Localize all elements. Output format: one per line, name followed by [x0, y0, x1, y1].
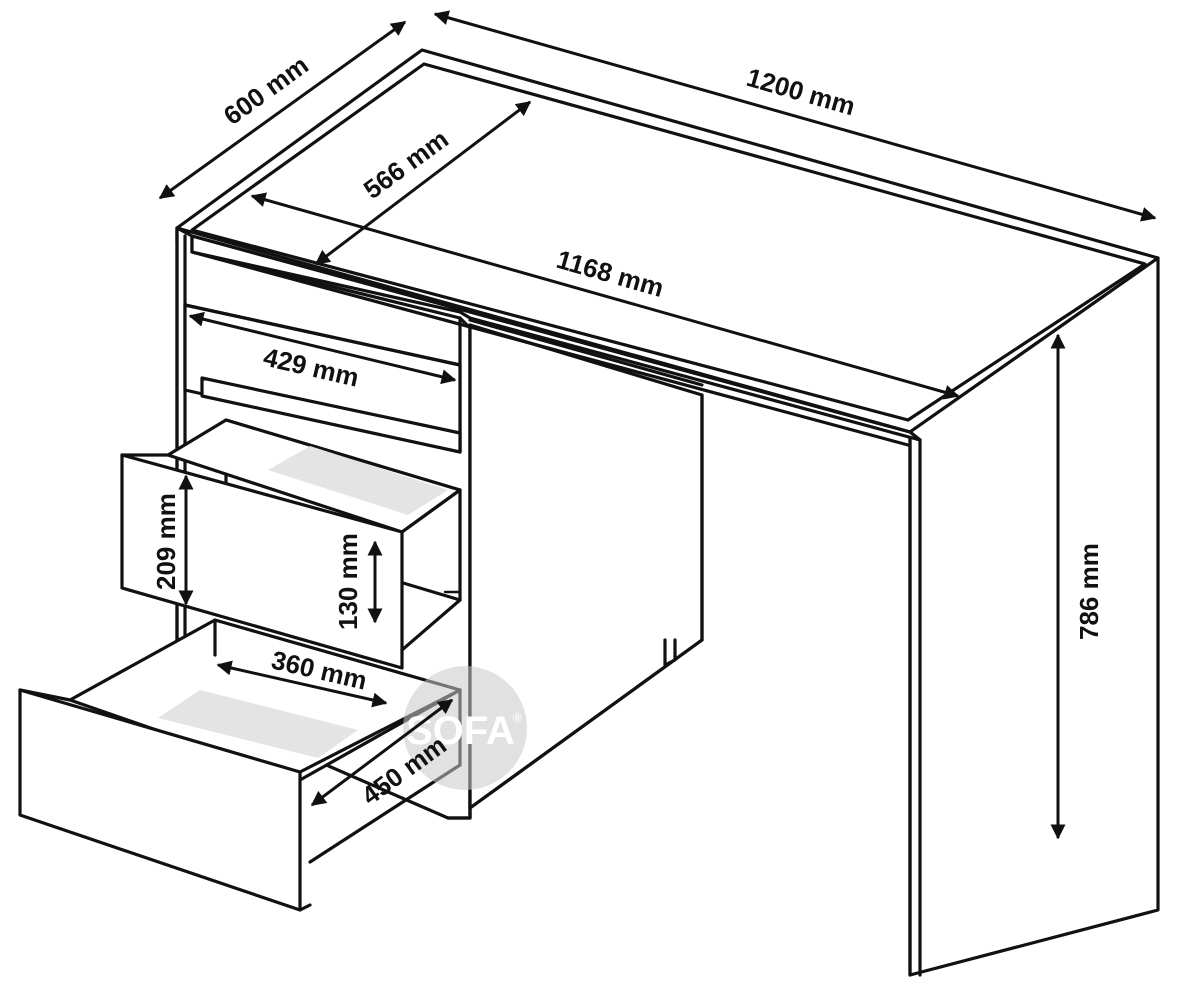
desk-right-leg: [908, 256, 1160, 977]
label-overall-height: 786 mm: [1074, 543, 1104, 640]
watermark-registered-mark: ®: [513, 711, 522, 725]
label-overall-depth: 600 mm: [218, 50, 314, 131]
label-overall-width: 1200 mm: [743, 62, 858, 122]
dimension-lines: [158, 10, 1157, 840]
label-drawer-front-height: 209 mm: [151, 493, 181, 590]
label-drawer-side-height: 130 mm: [333, 533, 363, 630]
